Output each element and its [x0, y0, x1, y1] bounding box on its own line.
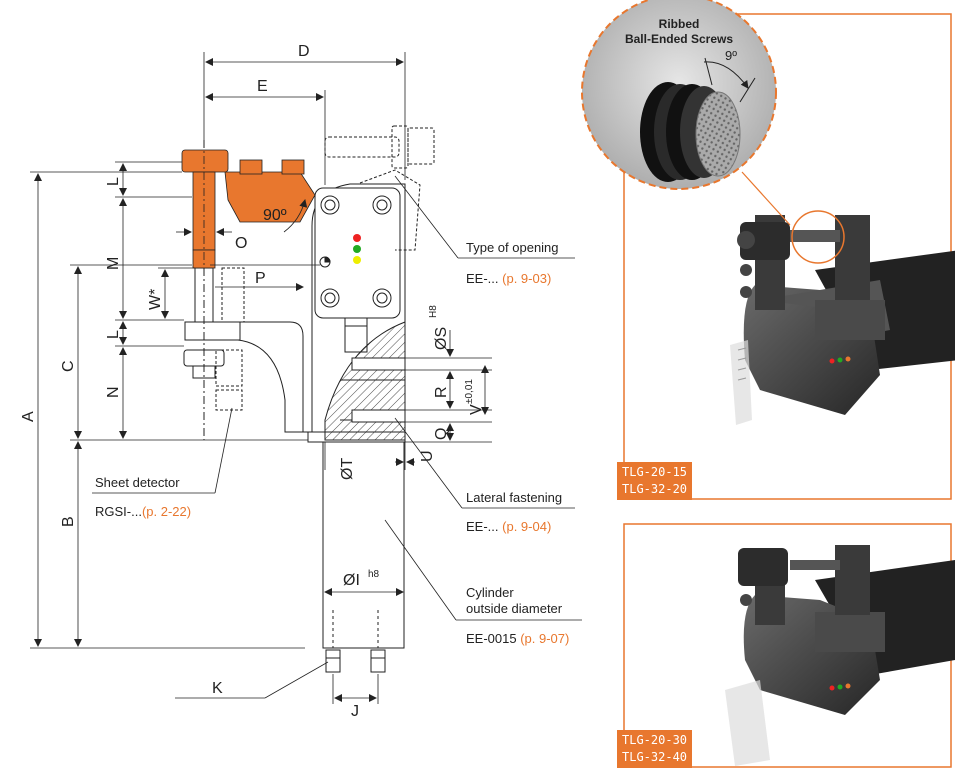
callout-title-2: Ball-Ended Screws: [625, 32, 733, 46]
opening-title: Type of opening: [466, 240, 559, 255]
callout-angle: 9º: [725, 48, 737, 63]
model-bottom-2: TLG-32-40: [622, 750, 688, 764]
cylinder-title-1: Cylinder: [466, 585, 514, 600]
dimension-lines: [30, 52, 582, 704]
clamp-drawing: [183, 125, 435, 673]
screw-highlight: [791, 210, 845, 264]
dim-B: B: [60, 516, 77, 527]
lateral-code: EE-... (p. 9-04): [466, 519, 551, 534]
cylinder-title-2: outside diameter: [466, 601, 563, 616]
sheet-code: RGSI-...(p. 2-22): [95, 504, 191, 519]
connector: [344, 317, 368, 353]
model-top-1: TLG-20-15: [622, 465, 688, 479]
dim-A: A: [20, 411, 37, 422]
product-panel-top: [623, 13, 955, 500]
opening-option: [324, 125, 435, 251]
dim-J: J: [351, 703, 359, 720]
lateral-title: Lateral fastening: [466, 490, 562, 505]
model-top-2: TLG-32-20: [622, 482, 688, 496]
led-yellow: [353, 256, 361, 264]
dim-C: C: [60, 360, 77, 372]
ribbed-screw-image: [640, 82, 741, 182]
cylinder-body: [322, 439, 405, 649]
ribbed-screw-callout: Ribbed Ball-Ended Screws 9º: [581, 0, 777, 190]
dim-T: ØT: [339, 458, 356, 480]
dim-L-bottom: L: [105, 330, 122, 339]
model-badge-bottom: TLG-20-30 TLG-32-40: [617, 730, 693, 768]
dim-P: P: [255, 270, 266, 287]
dim-L-top: L: [105, 177, 122, 186]
dimension-labels: D E A C B L M L N W* O P 90º ØS H8 R Q V…: [20, 43, 485, 720]
model-badge-top: TLG-20-15 TLG-32-20: [617, 462, 693, 500]
cylinder-ref[interactable]: (p. 9-07): [520, 631, 569, 646]
lateral-ref[interactable]: (p. 9-04): [502, 519, 551, 534]
dim-I: ØI: [343, 572, 360, 589]
dim-90: 90º: [263, 207, 287, 224]
dim-K: K: [212, 680, 223, 697]
dim-U: U: [419, 450, 436, 462]
dim-O: O: [235, 235, 247, 252]
product-panel-bottom: [623, 523, 955, 768]
led-green: [353, 245, 361, 253]
sheet-ref[interactable]: (p. 2-22): [142, 504, 191, 519]
callout-title-1: Ribbed: [659, 17, 700, 31]
dim-R: R: [433, 386, 450, 398]
clamp-arm: [181, 140, 316, 270]
dim-N: N: [105, 386, 122, 398]
sheet-title: Sheet detector: [95, 475, 180, 490]
dim-S: ØS: [433, 327, 450, 350]
opening-code: EE-... (p. 9-03): [466, 271, 551, 286]
annotations: Type of opening EE-... (p. 9-03) Lateral…: [95, 240, 569, 646]
cylinder-code: EE-0015 (p. 9-07): [466, 631, 569, 646]
bottom-threads: [325, 610, 386, 673]
dim-V: V: [468, 404, 485, 415]
dim-I-tol: h8: [368, 569, 380, 580]
dim-M: M: [105, 257, 122, 270]
led-red: [353, 234, 361, 242]
dim-E: E: [257, 78, 268, 95]
model-bottom-1: TLG-20-30: [622, 733, 688, 747]
dim-V-tol: ±0,01: [464, 379, 475, 404]
dim-D: D: [298, 43, 310, 60]
dim-S-tol: H8: [428, 305, 439, 318]
opening-ref[interactable]: (p. 9-03): [502, 271, 551, 286]
dim-W: W*: [147, 289, 164, 310]
dim-Q: Q: [433, 428, 450, 440]
